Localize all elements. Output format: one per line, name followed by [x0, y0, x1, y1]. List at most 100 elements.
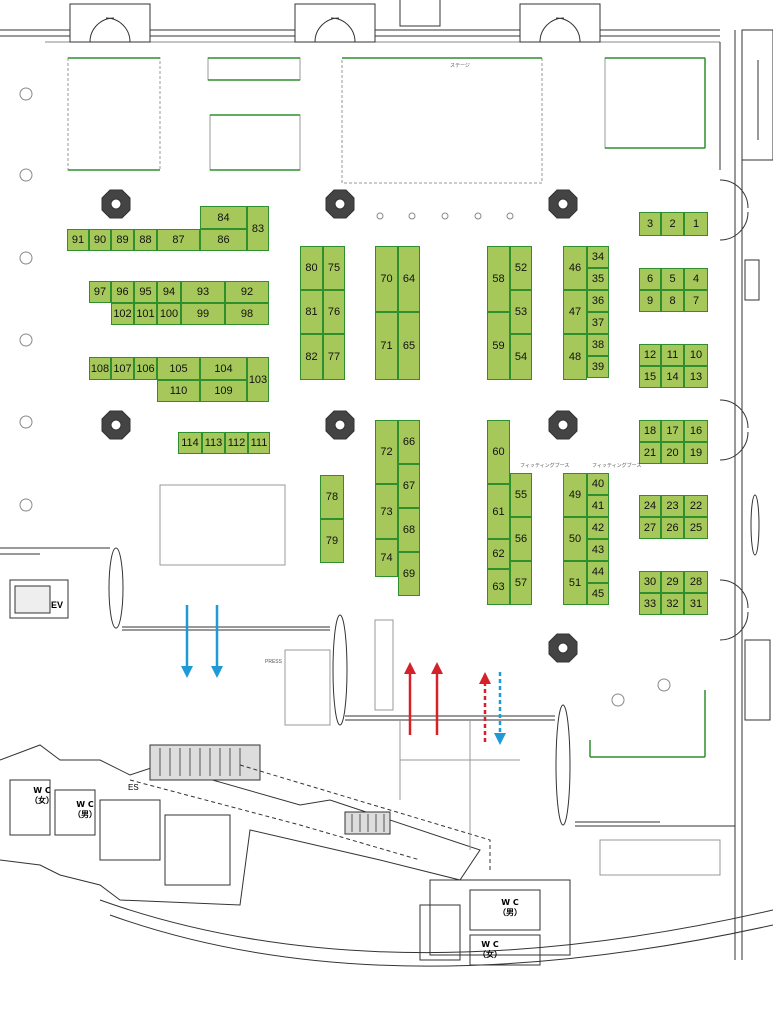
booth-49: 49: [563, 473, 587, 517]
booth-102: 102: [111, 303, 134, 325]
booth-99: 99: [181, 303, 225, 325]
press-label: PRESS: [265, 659, 282, 665]
booth-24: 24: [639, 495, 661, 517]
booth-36: 36: [587, 290, 609, 312]
booth-75: 75: [323, 246, 345, 290]
booth-30: 30: [639, 571, 661, 593]
booth-65: 65: [398, 312, 420, 380]
booth-28: 28: [684, 571, 708, 593]
booth-72: 72: [375, 420, 398, 484]
escalator-label: ES: [128, 783, 139, 792]
booth-39: 39: [587, 356, 609, 378]
booth-7: 7: [684, 290, 708, 312]
booth-100: 100: [157, 303, 181, 325]
wc-female-upper: W C （女）: [30, 786, 54, 805]
booth-31: 31: [684, 593, 708, 615]
booth-91: 91: [67, 229, 89, 251]
booth-16: 16: [684, 420, 708, 442]
booth-18: 18: [639, 420, 661, 442]
entry-arrows: [181, 605, 506, 745]
booth-23: 23: [661, 495, 684, 517]
booth-82: 82: [300, 334, 323, 380]
booth-87: 87: [157, 229, 200, 251]
booth-51: 51: [563, 561, 587, 605]
booth-62: 62: [487, 539, 510, 569]
booth-32: 32: [661, 593, 684, 615]
booth-111: 111: [248, 432, 270, 454]
booth-9: 9: [639, 290, 661, 312]
booth-71: 71: [375, 312, 398, 380]
booth-52: 52: [510, 246, 532, 290]
booth-66: 66: [398, 420, 420, 464]
booth-70: 70: [375, 246, 398, 312]
booth-57: 57: [510, 561, 532, 605]
booth-12: 12: [639, 344, 661, 366]
booth-27: 27: [639, 517, 661, 539]
stage-label: ステージ: [450, 63, 470, 69]
booth-74: 74: [375, 539, 398, 577]
booth-22: 22: [684, 495, 708, 517]
booth-34: 34: [587, 246, 609, 268]
booth-105: 105: [157, 357, 200, 380]
booth-50: 50: [563, 517, 587, 561]
booth-104: 104: [200, 357, 247, 380]
fitting-booth-label-2: フィッティングブース: [592, 463, 642, 469]
booth-63: 63: [487, 569, 510, 605]
fitting-booth-label-1: フィッティングブース: [520, 463, 570, 469]
booth-69: 69: [398, 552, 420, 596]
booth-54: 54: [510, 334, 532, 380]
outer-walls: [0, 0, 773, 967]
booth-64: 64: [398, 246, 420, 312]
booth-108: 108: [89, 357, 111, 380]
booth-107: 107: [111, 357, 134, 380]
booth-101: 101: [134, 303, 157, 325]
table-icons: [101, 189, 578, 663]
booth-11: 11: [661, 344, 684, 366]
booth-76: 76: [323, 290, 345, 334]
booth-80: 80: [300, 246, 323, 290]
booth-77: 77: [323, 334, 345, 380]
exit-arrows: [404, 662, 491, 742]
booth-68: 68: [398, 508, 420, 552]
booth-97: 97: [89, 281, 111, 303]
booth-110: 110: [157, 380, 200, 402]
elevator-label: EV: [51, 600, 64, 610]
booth-67: 67: [398, 464, 420, 508]
booth-1: 1: [684, 212, 708, 236]
booth-78: 78: [320, 475, 344, 519]
booth-56: 56: [510, 517, 532, 561]
booth-8: 8: [661, 290, 684, 312]
booth-21: 21: [639, 442, 661, 464]
booth-5: 5: [661, 268, 684, 290]
booth-17: 17: [661, 420, 684, 442]
booth-61: 61: [487, 484, 510, 539]
booth-2: 2: [661, 212, 684, 236]
booth-38: 38: [587, 334, 609, 356]
booth-90: 90: [89, 229, 111, 251]
booth-55: 55: [510, 473, 532, 517]
booth-37: 37: [587, 312, 609, 334]
booth-47: 47: [563, 290, 587, 334]
booth-86: 86: [200, 229, 247, 251]
booth-15: 15: [639, 366, 661, 388]
wc-male-lower: W C （男）: [498, 898, 522, 917]
booth-89: 89: [111, 229, 134, 251]
booth-3: 3: [639, 212, 661, 236]
booth-53: 53: [510, 290, 532, 334]
booth-10: 10: [684, 344, 708, 366]
booth-58: 58: [487, 246, 510, 312]
booth-93: 93: [181, 281, 225, 303]
booth-41: 41: [587, 495, 609, 517]
booth-98: 98: [225, 303, 269, 325]
booth-43: 43: [587, 539, 609, 561]
booth-48: 48: [563, 334, 587, 380]
booth-4: 4: [684, 268, 708, 290]
booth-46: 46: [563, 246, 587, 290]
booth-114: 114: [178, 432, 202, 454]
booth-92: 92: [225, 281, 269, 303]
booth-60: 60: [487, 420, 510, 484]
booth-13: 13: [684, 366, 708, 388]
booth-42: 42: [587, 517, 609, 539]
